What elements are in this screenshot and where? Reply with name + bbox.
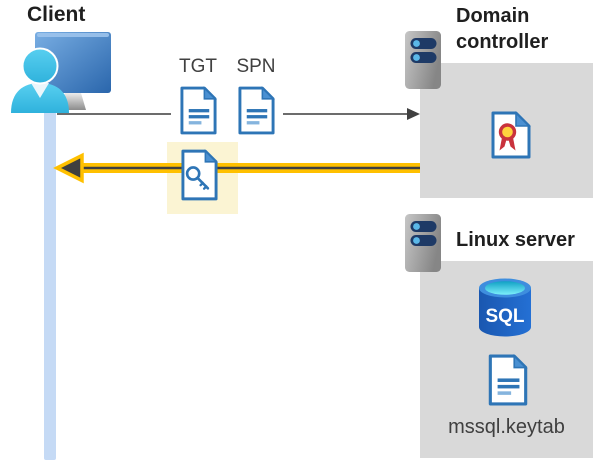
key-document-icon [180,149,219,201]
sql-database-icon: SQL [479,278,531,337]
domain-controller-label: Domain controller [456,3,548,55]
client-lifeline-bar [44,94,56,460]
sql-label: SQL [485,306,524,327]
certificate-icon [491,111,531,159]
linux-server-icon [404,213,442,273]
spn-label: SPN [236,56,276,77]
client-label: Client [27,3,86,26]
user-workstation-icon [11,32,111,113]
keytab-document-icon [487,354,529,406]
domain-controller-label-line1: Domain [456,5,530,27]
domain-controller-label-line2: controller [456,31,549,53]
keytab-filename-label: mssql.keytab [448,416,565,438]
linux-server-label: Linux server [456,229,575,251]
domain-controller-server-icon [404,30,442,90]
tgt-label: TGT [179,56,217,77]
